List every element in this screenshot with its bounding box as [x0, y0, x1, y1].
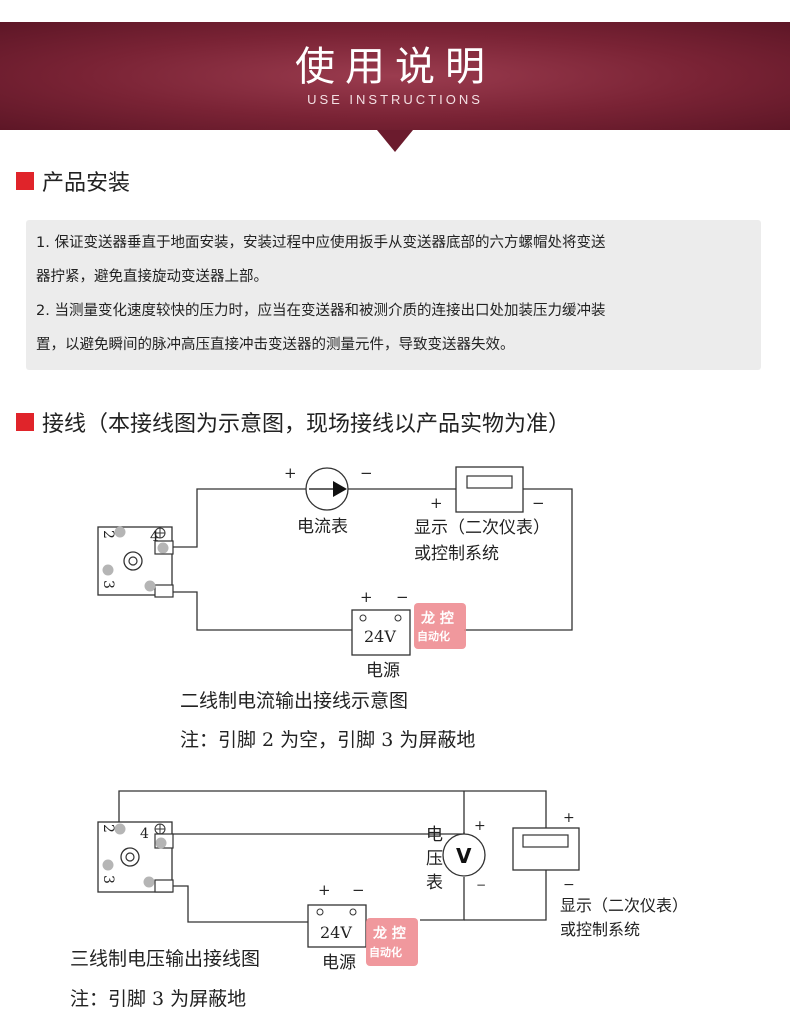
- section-marker-icon: [16, 413, 34, 431]
- display-plus: +: [563, 810, 575, 826]
- svg-text:自动化: 自动化: [417, 629, 450, 643]
- pin-2-label: 2: [100, 530, 116, 539]
- pin-3-label: 3: [100, 875, 116, 884]
- voltmeter-icon: V: [442, 833, 486, 877]
- power-voltage: 24V: [320, 923, 352, 942]
- transmitter-terminal-block: 4 2 3: [97, 821, 174, 893]
- page-title: 使用说明: [295, 44, 495, 90]
- section-marker-icon: [16, 172, 34, 190]
- display-plus: +: [430, 494, 443, 512]
- pin-4-label: 4: [140, 826, 149, 842]
- power-minus: −: [352, 881, 365, 899]
- display-label-2: 或控制系统: [414, 544, 499, 564]
- install-note-line: 1. 保证变送器垂直于地面安装，安装过程中应使用扳手从变送器底部的六方螺帽处将变…: [36, 235, 606, 251]
- display-minus: −: [563, 877, 575, 893]
- banner-pointer: [377, 130, 413, 152]
- power-voltage: 24V: [364, 627, 396, 646]
- pin-3-label: 3: [100, 580, 116, 589]
- pin-4-label: 4: [150, 529, 159, 545]
- svg-text:自动化: 自动化: [369, 945, 402, 959]
- power-plus: +: [318, 881, 331, 899]
- power-label: 电源: [366, 661, 400, 681]
- ammeter-label: 电流表: [297, 517, 348, 537]
- section-heading-install: 产品安装: [16, 167, 130, 196]
- ammeter-icon: [305, 467, 349, 511]
- diagram1-note: 注：引脚 2 为空，引脚 3 为屏蔽地: [180, 729, 475, 751]
- install-notes-panel: 1. 保证变送器垂直于地面安装，安装过程中应使用扳手从变送器底部的六方螺帽处将变…: [26, 220, 761, 370]
- display-minus: −: [532, 494, 545, 512]
- voltmeter-plus: +: [474, 818, 486, 834]
- svg-text:龙 控: 龙 控: [420, 610, 454, 627]
- diagram2-note: 注：引脚 3 为屏蔽地: [70, 988, 246, 1010]
- diagram1-caption: 二线制电流输出接线示意图: [180, 690, 408, 712]
- section-heading-wiring: 接线（本接线图为示意图，现场接线以产品实物为准）: [16, 408, 570, 437]
- display-label-2: 或控制系统: [560, 920, 640, 939]
- display-instrument-icon: [455, 466, 524, 513]
- voltmeter-label: 表: [426, 873, 443, 893]
- voltmeter-label: 压: [426, 849, 443, 869]
- two-wire-diagram: [172, 488, 573, 631]
- power-supply-icon: [307, 904, 367, 948]
- watermark-stamp: 龙 控 自动化: [366, 918, 418, 966]
- voltmeter-minus: −: [476, 878, 486, 892]
- install-note-line: 器拧紧，避免直接旋动变送器上部。: [36, 269, 268, 285]
- svg-text:V: V: [456, 844, 472, 868]
- display-label: 显示（二次仪表）: [414, 518, 550, 538]
- transmitter-terminal-block: 4 2 3: [97, 526, 174, 598]
- display-instrument-icon: [512, 827, 580, 871]
- voltmeter-label: 电: [426, 825, 443, 845]
- power-minus: −: [396, 588, 409, 606]
- page-subtitle: USE INSTRUCTIONS: [307, 92, 483, 107]
- svg-text:龙 控: 龙 控: [372, 925, 406, 942]
- watermark-stamp: 龙 控 自动化: [414, 603, 466, 649]
- power-label: 电源: [322, 953, 356, 973]
- three-wire-diagram: [118, 790, 547, 923]
- power-supply-icon: [351, 609, 411, 656]
- ammeter-plus: +: [284, 464, 297, 482]
- install-note-line: 2. 当测量变化速度较快的压力时，应当在变送器和被测介质的连接出口处加装压力缓冲…: [36, 303, 606, 319]
- diagram2-caption: 三线制电压输出接线图: [70, 948, 260, 970]
- install-note-line: 置，以避免瞬间的脉冲高压直接冲击变送器的测量元件，导致变送器失效。: [36, 337, 515, 353]
- power-plus: +: [360, 588, 373, 606]
- ammeter-minus: −: [360, 464, 373, 482]
- header-banner: 使用说明 USE INSTRUCTIONS: [0, 22, 790, 130]
- display-label: 显示（二次仪表）: [560, 896, 688, 915]
- pin-2-label: 2: [100, 824, 116, 833]
